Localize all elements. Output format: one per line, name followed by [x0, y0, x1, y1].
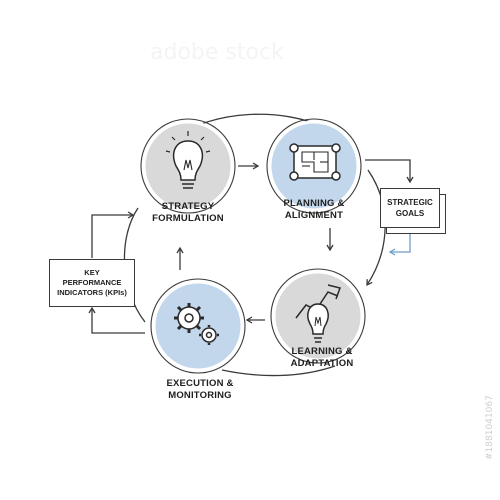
kpi-box: KEY PERFORMANCE INDICATORS (KPIs) — [49, 259, 135, 307]
learning-label: LEARNING & ADAPTATION — [290, 346, 354, 369]
execution-label: EXECUTION & MONITORING — [166, 378, 234, 401]
strategic-goals-box: STRATEGIC GOALS — [380, 188, 440, 228]
cycle-arc-bottom — [221, 365, 336, 377]
planning-label: PLANNING & ALIGNMENT — [283, 198, 345, 221]
strategy-label: STRATEGY FORMULATION — [152, 201, 224, 224]
arrow-planning-to-goals — [365, 159, 414, 184]
blueprint-icon — [289, 143, 341, 181]
arrow-kpi-to-strategy — [91, 211, 135, 258]
arrow-execution-to-kpi — [88, 306, 145, 334]
lightbulb-icon — [165, 131, 211, 189]
stock-id-tag: #188104106​7 — [485, 395, 495, 460]
growth-idea-icon — [295, 284, 341, 343]
watermark-logo: adobe stock — [150, 40, 284, 65]
gears-icon — [174, 303, 219, 345]
arrow-goals-learning — [388, 226, 414, 256]
